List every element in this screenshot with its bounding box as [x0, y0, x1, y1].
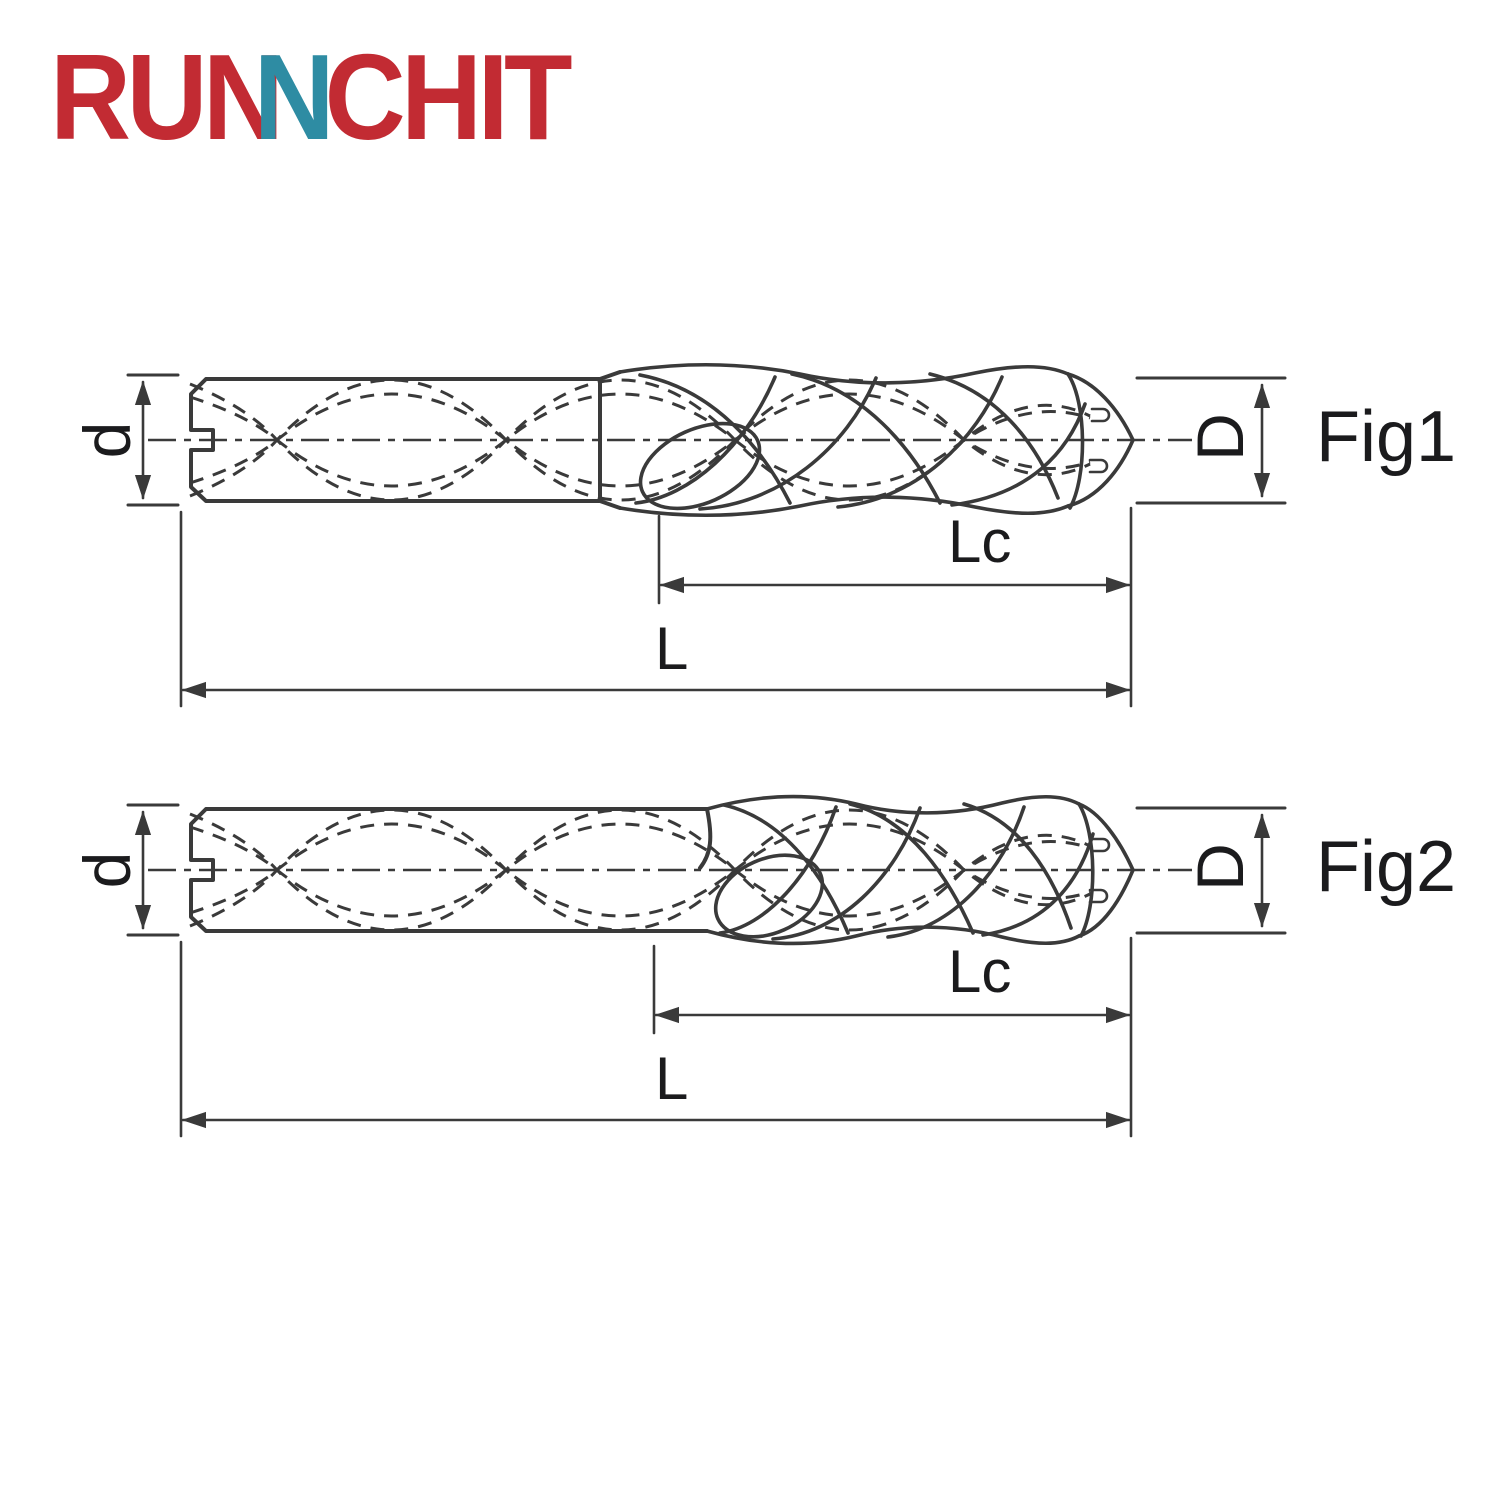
fig1-label-shank-diameter: d	[70, 421, 144, 459]
fig2-label-flute-length: Lc	[948, 938, 1012, 1005]
logo-text-chit: CHIT	[324, 29, 573, 165]
fig2-dim-overall-length	[179, 940, 1131, 1138]
fig1-dim-overall-length	[179, 510, 1131, 708]
fig2-drill-drawing	[126, 794, 1287, 1138]
fig2-body-outline	[189, 807, 713, 933]
logo-text-n-teal: N	[253, 29, 335, 165]
fig2-dim-shank-diameter	[126, 803, 180, 937]
fig1-drill-drawing	[126, 362, 1287, 708]
fig1-drill-point	[1066, 372, 1135, 510]
fig2-label-cutting-diameter: D	[1183, 843, 1257, 891]
fig1-dim-shank-diameter	[126, 373, 180, 507]
fig1-title: Fig1	[1316, 397, 1457, 477]
fig1-label-cutting-diameter: D	[1183, 413, 1257, 461]
fig2-drill-point	[1077, 802, 1135, 938]
fig2-flutes	[705, 794, 1095, 946]
fig1-label-flute-length: Lc	[948, 508, 1012, 575]
fig1-flutes	[618, 362, 1087, 518]
fig2-dim-flute-length	[652, 936, 1133, 1138]
fig1-shank-outline	[189, 370, 622, 510]
fig2-label-shank-diameter: d	[70, 851, 144, 889]
fig1-dim-cutting-diameter	[1135, 376, 1287, 505]
fig1-label-overall-length: L	[655, 615, 689, 682]
fig2-dim-cutting-diameter	[1135, 806, 1287, 935]
logo-text-run: RUN	[50, 29, 284, 165]
brand-logo: RUNNCHIT	[50, 30, 573, 164]
fig2-title: Fig2	[1316, 827, 1457, 907]
fig1-dim-flute-length	[657, 506, 1133, 708]
fig2-label-overall-length: L	[655, 1045, 689, 1112]
